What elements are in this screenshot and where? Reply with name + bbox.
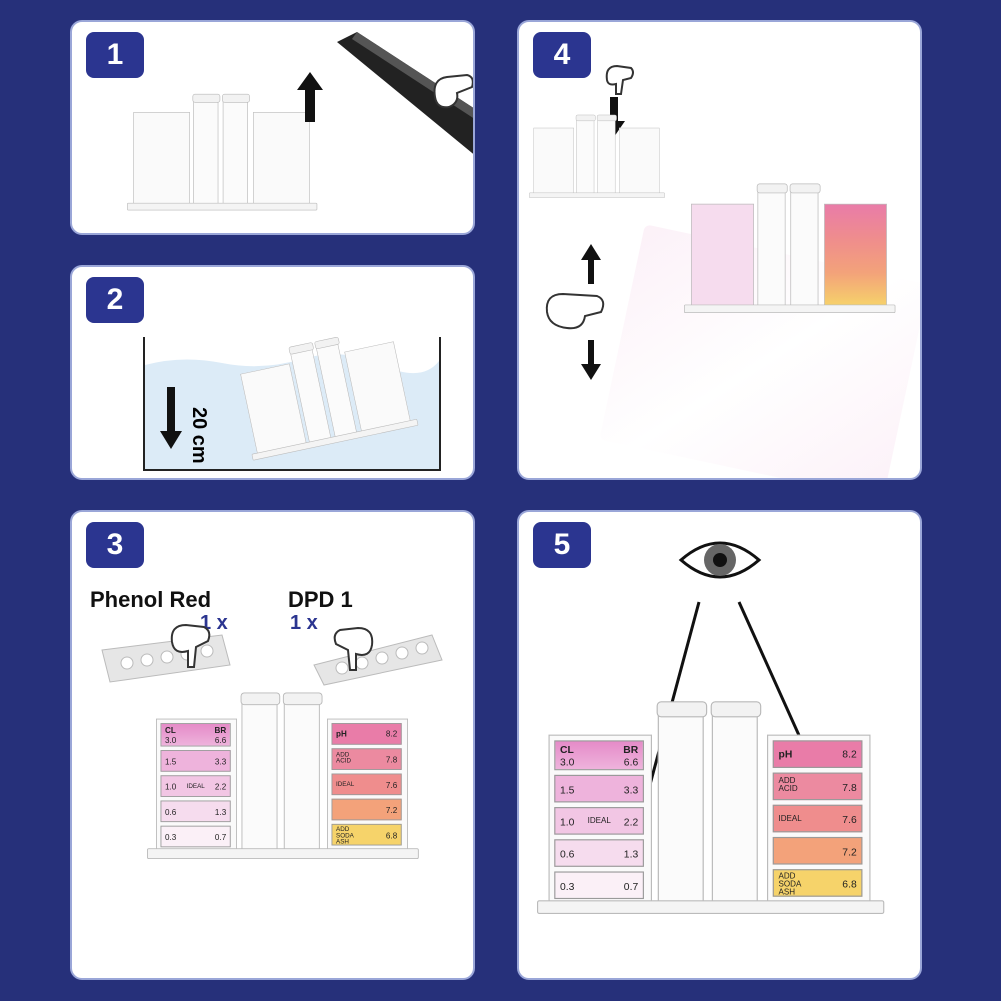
step-5-panel: 5 CL BR 3.0 6.6 1.5 3.3 1.0 IDEAL bbox=[517, 510, 922, 980]
arrow-down-icon bbox=[581, 340, 601, 380]
step-4-panel: 4 bbox=[517, 20, 922, 480]
tablet-blister-icon bbox=[313, 634, 443, 686]
arrow-up-icon bbox=[297, 72, 323, 122]
step-3-badge: 3 bbox=[86, 522, 144, 568]
gloved-hand-icon bbox=[605, 64, 634, 95]
test-tube bbox=[222, 93, 250, 205]
scale-cell: 0.6 1.3 bbox=[554, 839, 644, 867]
chlorine-scale bbox=[533, 127, 574, 195]
test-tube bbox=[240, 692, 281, 850]
scale-cell: 0.3 0.7 bbox=[160, 825, 231, 848]
step-3-panel: 3 Phenol Red 1 x DPD 1 1 x CL BR 3.0 6.6 bbox=[70, 510, 475, 980]
gloved-hand-icon bbox=[433, 73, 473, 109]
kit-base bbox=[529, 192, 665, 198]
reagent-name: DPD 1 bbox=[288, 587, 353, 612]
chlorine-scale: CL BR 3.0 6.6 1.5 3.3 1.0 IDEAL 2.2 0.6 … bbox=[156, 718, 237, 852]
scale-cell: ADD SODA ASH 6.8 bbox=[331, 823, 402, 846]
scale-cell: 7.2 bbox=[331, 798, 402, 821]
scale-cell: ADD ACID 7.8 bbox=[772, 772, 863, 801]
reagent-count: 1 x bbox=[290, 612, 318, 634]
scale-cell: 1.0 IDEAL 2.2 bbox=[554, 807, 644, 835]
chlorine-scale: CL BR 3.0 6.6 1.5 3.3 1.0 IDEAL 2.2 0.6 … bbox=[548, 734, 652, 905]
reagent-name: Phenol Red bbox=[90, 587, 212, 612]
test-tube bbox=[710, 701, 762, 903]
scale-cell: 0.3 0.7 bbox=[554, 871, 644, 900]
step-5-badge: 5 bbox=[533, 522, 591, 568]
kit-base bbox=[147, 848, 419, 859]
scale-cell: 1.5 3.3 bbox=[160, 750, 231, 772]
ph-scale: pH 8.2 ADD ACID 7.8 IDEAL 7.6 7.2 ADD SO… bbox=[327, 718, 408, 852]
test-tube bbox=[575, 114, 596, 194]
kit-base bbox=[684, 304, 896, 313]
kit-base bbox=[127, 202, 318, 211]
chlorine-scale bbox=[691, 203, 754, 308]
test-tube bbox=[192, 93, 221, 205]
scale-cell: 1.5 3.3 bbox=[554, 774, 644, 803]
step-2-badge: 2 bbox=[86, 277, 144, 323]
tester-kit bbox=[684, 183, 896, 313]
scale-cell: ADD ACID 7.8 bbox=[331, 748, 402, 770]
eye-icon bbox=[678, 541, 762, 579]
ph-scale bbox=[619, 127, 660, 195]
scale-cell: ADD SODA ASH 6.8 bbox=[772, 869, 863, 897]
test-tube bbox=[789, 183, 821, 306]
scale-cell: pH 8.2 bbox=[772, 740, 863, 768]
scale-cell: 1.0 IDEAL 2.2 bbox=[160, 775, 231, 797]
scale-cell: CL BR 3.0 6.6 bbox=[160, 723, 231, 747]
kit-base bbox=[537, 900, 885, 914]
tester-kit bbox=[529, 114, 665, 198]
arrow-down-icon bbox=[160, 387, 182, 449]
scale-cell: 7.2 bbox=[772, 836, 863, 865]
tester-kit: CL BR 3.0 6.6 1.5 3.3 1.0 IDEAL 2.2 0.6 … bbox=[537, 701, 885, 914]
step-1-badge: 1 bbox=[86, 32, 144, 78]
scale-cell: 0.6 1.3 bbox=[160, 800, 231, 823]
scale-cell: pH 8.2 bbox=[331, 723, 402, 745]
ph-scale bbox=[824, 203, 887, 308]
tester-kit bbox=[127, 93, 318, 211]
ph-scale bbox=[253, 112, 310, 206]
step-4-badge: 4 bbox=[533, 32, 591, 78]
arrow-up-icon bbox=[581, 244, 601, 284]
test-tube bbox=[596, 114, 617, 194]
scale-cell: CL BR 3.0 6.6 bbox=[554, 740, 644, 771]
chlorine-scale bbox=[133, 112, 190, 206]
gloved-hand-icon bbox=[545, 292, 605, 330]
test-tube bbox=[282, 692, 323, 850]
step-2-panel: 2 20 cm bbox=[70, 265, 475, 480]
depth-label: 20 cm bbox=[188, 407, 210, 464]
ph-scale: pH 8.2 ADD ACID 7.8 IDEAL 7.6 7.2 ADD SO… bbox=[767, 734, 871, 905]
ph-scale bbox=[344, 341, 411, 433]
test-tube bbox=[756, 183, 788, 306]
gloved-hand-icon bbox=[333, 626, 374, 671]
gloved-hand-icon bbox=[170, 623, 211, 668]
tester-kit: CL BR 3.0 6.6 1.5 3.3 1.0 IDEAL 2.2 0.6 … bbox=[147, 692, 419, 859]
test-tube bbox=[656, 701, 708, 903]
scale-cell: IDEAL 7.6 bbox=[772, 804, 863, 833]
scale-cell: IDEAL 7.6 bbox=[331, 773, 402, 796]
step-1-panel: 1 bbox=[70, 20, 475, 235]
